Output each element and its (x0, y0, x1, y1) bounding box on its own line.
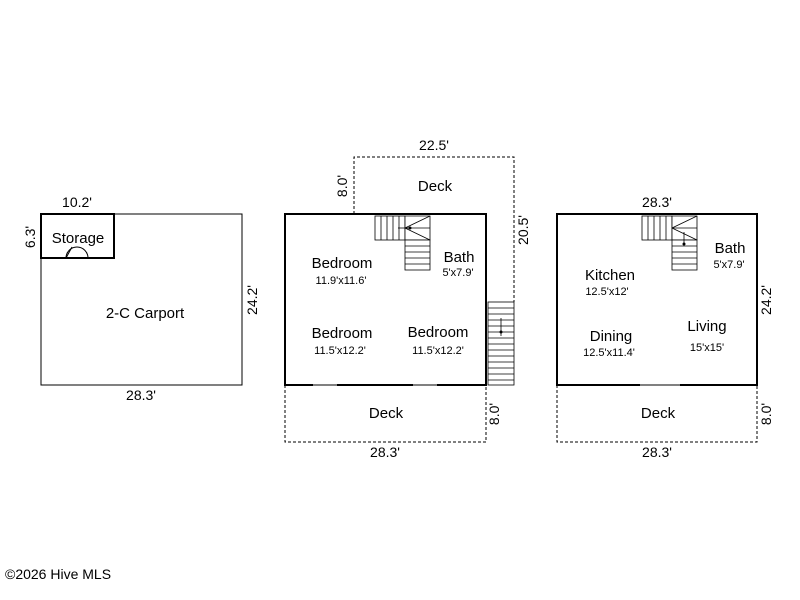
bath-size: 5'x7.9' (442, 267, 473, 279)
carport-plan: Storage 2-C Carport 10.2' 6.3' 24.2' 28.… (22, 194, 260, 403)
carport-depth-dimension: 24.2' (244, 285, 260, 315)
right-interior-stairs (641, 215, 698, 271)
kitchen-size: 12.5'x12' (585, 286, 628, 298)
carport-width-dimension: 28.3' (126, 387, 156, 403)
top-deck-label: Deck (418, 178, 453, 195)
right-floor-depth-dimension: 24.2' (758, 285, 774, 315)
top-deck-width-dimension: 22.5' (419, 137, 449, 153)
bedroom-1-size: 11.9'x11.6' (316, 275, 367, 287)
dining-name: Dining (590, 328, 633, 345)
right-floor-plan: 28.3' 24.2' Kitchen 12.5'x12' Bath 5'x7.… (556, 194, 774, 460)
middle-floor-plan: 22.5' 8.0' 20.5' Deck (284, 137, 531, 460)
top-deck-outline (353, 156, 515, 302)
bedroom-2-size: 11.5'x12.2' (314, 345, 366, 357)
storage-label: Storage (52, 230, 105, 247)
right-deck-width-dimension: 28.3' (642, 444, 672, 460)
bedroom-3-name: Bedroom (408, 324, 469, 341)
bottom-deck-label: Deck (369, 405, 404, 422)
dining-size: 12.5'x11.4' (583, 347, 635, 359)
bottom-deck-depth-dimension: 8.0' (486, 403, 502, 425)
storage-door (65, 246, 73, 259)
bedroom-1-name: Bedroom (312, 255, 373, 272)
living-name: Living (687, 318, 726, 335)
right-bath-size: 5'x7.9' (713, 259, 744, 271)
right-deck-label: Deck (641, 405, 676, 422)
storage-width-dimension: 10.2' (62, 194, 92, 210)
storage-depth-dimension: 6.3' (22, 226, 38, 248)
right-deck-outline (556, 385, 758, 443)
carport-outline (40, 213, 243, 386)
interior-stairs (374, 215, 431, 271)
bedroom-3-size: 11.5'x12.2' (412, 345, 464, 357)
right-bath-name: Bath (715, 240, 746, 257)
middle-floor-walls (284, 213, 487, 386)
storage-room-outline (40, 213, 115, 259)
carport-label: 2-C Carport (106, 305, 185, 322)
bottom-deck-outline (284, 385, 487, 443)
bottom-deck-width-dimension: 28.3' (370, 444, 400, 460)
storage-door-swing (65, 246, 89, 259)
kitchen-name: Kitchen (585, 267, 635, 284)
living-size: 15'x15' (690, 342, 724, 354)
top-deck-depth-dimension: 8.0' (334, 175, 350, 197)
exterior-stairs (487, 301, 515, 386)
bedroom-2-name: Bedroom (312, 325, 373, 342)
bath-name: Bath (444, 249, 475, 266)
copyright-notice: ©2026 Hive MLS (5, 566, 111, 582)
right-deck-depth-dimension: 8.0' (758, 403, 774, 425)
deck-side-dimension: 20.5' (515, 215, 531, 245)
right-floor-width-dimension: 28.3' (642, 194, 672, 210)
